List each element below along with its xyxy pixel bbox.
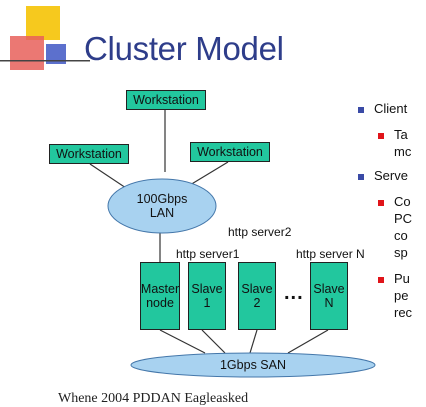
slave-node-2-line1: Slave — [241, 282, 273, 296]
bullet-server-sub2-text: Pu — [394, 271, 410, 286]
lan-ellipse — [107, 178, 217, 234]
blue-bullet-icon — [358, 173, 364, 180]
bullet-server-sub1-cont2: co — [394, 228, 408, 243]
slave-node-n: Slave N — [310, 262, 348, 330]
lan-label-line1: 100Gbps — [136, 192, 188, 206]
master-node-line1: Master — [140, 282, 180, 296]
bullet-server-sub2: Pu — [378, 271, 410, 286]
logo-divider — [0, 60, 90, 62]
logo-graphic — [0, 6, 90, 70]
san-label: 1Gbps SAN — [219, 358, 286, 372]
http-serverN-label: http server N — [296, 247, 365, 261]
slave-node-1: Slave 1 — [188, 262, 226, 330]
slave-node-n-line1: Slave — [313, 282, 345, 296]
more-nodes-ellipsis: ... — [284, 282, 304, 304]
bullet-client: Client — [358, 101, 407, 116]
bullet-server: Serve — [358, 168, 408, 183]
footer-text: Whene 2004 PDDAN Eagleasked — [58, 391, 249, 406]
workstation-right: Workstation — [190, 142, 270, 162]
link-slave2-san — [249, 329, 258, 354]
http-server1-label: http server1 — [176, 247, 240, 261]
link-slaveN-san — [287, 329, 329, 354]
http-server2-label: http server2 — [228, 225, 292, 239]
slave-node-2-line2: 2 — [253, 296, 261, 310]
workstation-left: Workstation — [49, 144, 129, 164]
bullet-client-sub-text: Ta — [394, 127, 408, 142]
bullet-server-sub1: Co — [378, 194, 411, 209]
bullet-server-sub1-cont1: PC — [394, 211, 413, 226]
bullet-server-sub1-cont3: sp — [394, 245, 408, 260]
workstation-top-label: Workstation — [133, 93, 199, 107]
bullet-client-sub: Ta — [378, 127, 408, 142]
logo-blue-square — [46, 44, 66, 64]
link-master-san — [159, 329, 206, 354]
slave-node-1-line2: 1 — [203, 296, 211, 310]
page-title: Cluster Model — [84, 30, 284, 67]
workstation-left-label: Workstation — [56, 147, 122, 161]
lan-label-line2: LAN — [149, 206, 175, 220]
red-bullet-icon — [378, 199, 384, 206]
link-slave1-san — [201, 329, 226, 354]
slave-node-1-line1: Slave — [191, 282, 223, 296]
red-bullet-icon — [378, 132, 384, 139]
master-node: Master node — [140, 262, 180, 330]
bullet-server-sub1-text: Co — [394, 194, 411, 209]
bullet-server-sub2-cont1: pe — [394, 288, 409, 303]
logo-red-square — [10, 36, 44, 70]
bullet-server-text: Serve — [374, 168, 408, 183]
logo-yellow-square — [26, 6, 60, 40]
master-node-line2: node — [146, 296, 174, 310]
bullet-server-sub2-cont2: rec — [394, 305, 413, 320]
blue-bullet-icon — [358, 106, 364, 113]
bullet-client-text: Client — [374, 101, 408, 116]
san-ellipse — [130, 352, 376, 378]
slave-node-n-line2: N — [324, 296, 334, 310]
workstation-right-label: Workstation — [197, 145, 263, 159]
slave-node-2: Slave 2 — [238, 262, 276, 330]
workstation-top: Workstation — [126, 90, 206, 110]
bullet-client-sub-cont: mc — [394, 144, 412, 159]
lan-label: 100Gbps LAN — [108, 179, 216, 233]
red-bullet-icon — [378, 276, 384, 283]
